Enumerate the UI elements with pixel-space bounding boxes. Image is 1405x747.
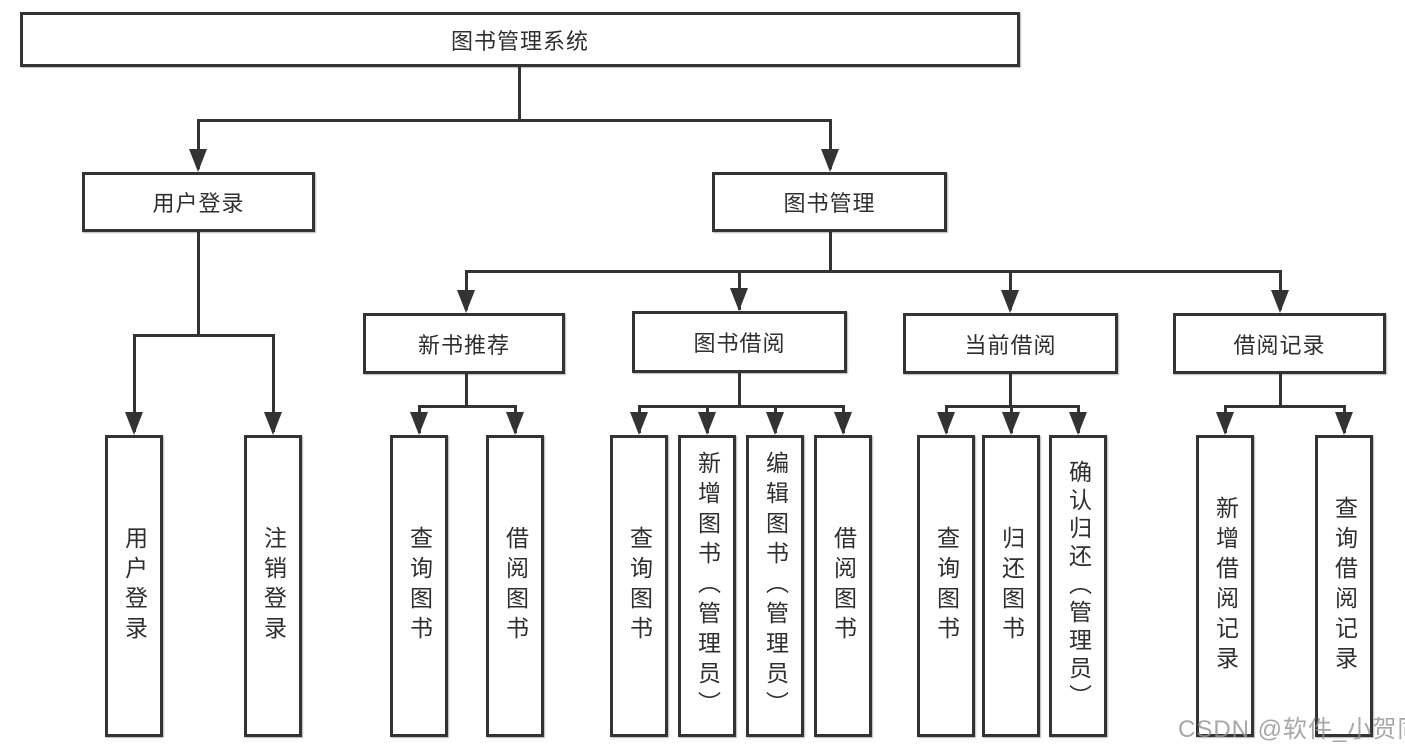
connector-root-to-book-management [829,119,832,169]
connector-book-management-stem [829,232,832,273]
connector-user-login-stem [197,232,200,337]
leaf-newrec-borrow-books: 借阅图书 [486,435,544,737]
arrowhead-down-icon [125,412,143,435]
leaf-current-return-books: 归还图书 [982,435,1040,737]
connector-root-stem [518,67,521,121]
node-label: 新增图书（管理员） [694,451,721,721]
connector-root-hline [197,119,831,122]
leaf-records-add-record: 新增借阅记录 [1196,435,1254,737]
connector-borrow-hline [638,405,845,408]
connector-records-stem [1279,374,1282,408]
node-label: 编辑图书（管理员） [762,451,789,721]
connector-to-leaf-user-login [133,334,136,432]
node-label: 查询图书 [406,526,433,646]
arrowhead-down-icon [506,412,524,435]
leaf-records-query-record: 查询借阅记录 [1315,435,1373,737]
arrowhead-down-icon [1271,290,1289,313]
connector-user-login-hline [133,334,275,337]
leaf-newrec-query-books: 查询图书 [390,435,448,737]
node-label: 查询借阅记录 [1331,496,1358,676]
node-label: 图书借阅 [693,331,786,356]
arrowhead-down-icon [1001,290,1019,313]
arrowhead-down-icon [457,290,475,313]
leaf-borrow-edit-books-admin: 编辑图书（管理员） [746,435,804,737]
arrowhead-down-icon [410,412,428,435]
node-label: 注销登录 [260,526,287,646]
arrowhead-down-icon [1069,412,1087,435]
connector-newrec-hline [418,405,517,408]
connector-records-hline [1224,405,1346,408]
node-label: 图书管理系统 [450,28,589,54]
connector-borrow-stem [738,373,741,408]
connector-book-management-hline [465,270,1282,273]
csdn-watermark: CSDN @软件_小贺同学 [1178,716,1405,743]
connector-current-stem [1009,374,1012,408]
node-label: 借阅记录 [1233,332,1326,358]
node-label: 新书推荐 [417,332,510,358]
arrowhead-down-icon [937,412,955,435]
node-root-library-system: 图书管理系统 [20,12,1020,67]
node-new-book-recommend: 新书推荐 [363,313,565,374]
arrowhead-down-icon [698,412,716,435]
leaf-borrow-add-books-admin: 新增图书（管理员） [678,435,736,737]
node-label: 用户登录 [121,526,148,646]
leaf-user-login: 用户登录 [105,435,163,737]
arrowhead-down-icon [189,149,207,172]
leaf-logout: 注销登录 [244,435,302,737]
leaf-borrow-borrow-books: 借阅图书 [814,435,872,737]
leaf-current-query-books: 查询图书 [917,435,975,737]
leaf-current-confirm-return-admin: 确认归还（管理员） [1049,435,1107,737]
arrowhead-down-icon [1335,412,1353,435]
node-label: 查询图书 [933,526,960,646]
node-label: 确认归还（管理员） [1065,460,1092,712]
arrowhead-down-icon [1002,412,1020,435]
arrowhead-down-icon [1216,412,1234,435]
connector-root-to-user-login [197,119,200,169]
node-label: 借阅图书 [830,526,857,646]
node-user-login: 用户登录 [82,172,315,232]
leaf-borrow-query-books: 查询图书 [610,435,668,737]
node-label: 当前借阅 [964,332,1057,358]
arrowhead-down-icon [766,412,784,435]
node-label: 用户登录 [152,191,245,216]
arrowhead-down-icon [834,412,852,435]
node-book-borrow: 图书借阅 [632,311,847,373]
arrowhead-down-icon [730,288,748,311]
node-label: 查询图书 [626,526,653,646]
node-book-management: 图书管理 [712,172,947,232]
connector-to-leaf-logout [272,334,275,432]
node-label: 借阅图书 [502,526,529,646]
node-label: 图书管理 [783,191,876,216]
node-borrow-records: 借阅记录 [1173,313,1386,374]
node-label: 归还图书 [998,526,1025,646]
arrowhead-down-icon [264,412,282,435]
node-label: 新增借阅记录 [1212,496,1239,676]
node-current-borrow: 当前借阅 [903,313,1118,374]
arrowhead-down-icon [821,149,839,172]
connector-newrec-stem [465,374,468,408]
arrowhead-down-icon [630,412,648,435]
